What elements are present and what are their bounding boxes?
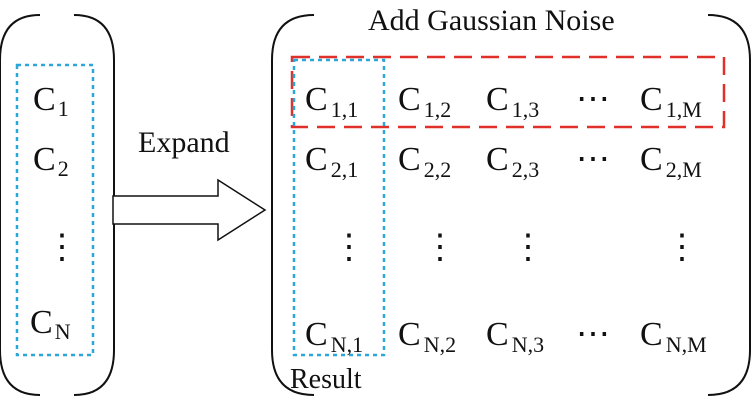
first-row-highlight-box: [290, 55, 726, 129]
matrix-cell-r4-c4: ⋯: [576, 316, 610, 353]
left-vector-item-1: C1: [33, 81, 69, 121]
left-vector-ellipsis: ⋮: [45, 229, 79, 266]
expand-arrow: [112, 178, 267, 242]
matrix-open-paren: [271, 14, 315, 396]
matrix-title: Add Gaussian Noise: [368, 4, 615, 37]
expand-label: Expand: [138, 126, 230, 159]
matrix-close-paren: [707, 14, 751, 396]
result-label: Result: [290, 364, 362, 395]
matrix-cell-r3-c5: ⋮: [665, 229, 699, 266]
matrix-cell-r2-c4: ⋯: [576, 141, 610, 178]
matrix-cell-r1-c4: ⋯: [576, 81, 610, 118]
matrix-cell-r3-c1: ⋮: [332, 229, 366, 266]
left-vector-open-paren: [0, 14, 41, 396]
left-vector-item-n: CN: [30, 304, 71, 344]
left-vector-item-2: C2: [33, 141, 69, 181]
left-vector-highlight-box: [15, 63, 95, 357]
matrix-cell-r3-c2: ⋮: [423, 229, 457, 266]
matrix-cell-r3-c3: ⋮: [511, 229, 545, 266]
